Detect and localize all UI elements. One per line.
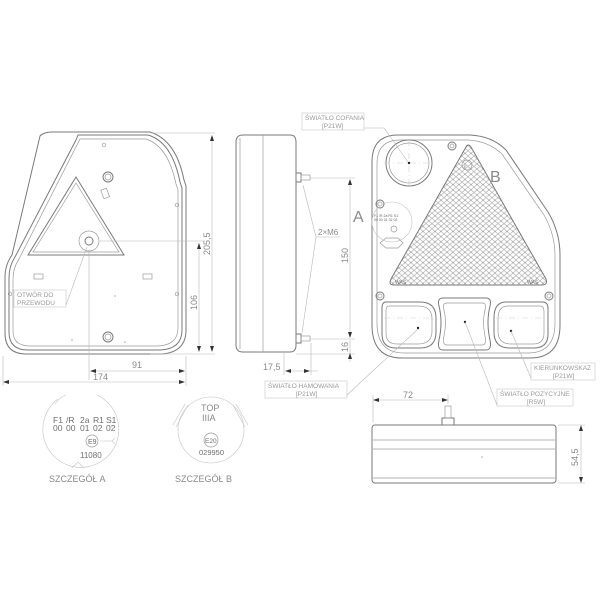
callout-brake-light: ŚWIATŁO HAMOWANIA [P21W] [264,328,419,399]
svg-text:/R: /R [66,415,75,425]
mount-label: 2×M6 [318,228,339,237]
dim-bottom-height: 54,5 [570,448,580,466]
svg-text:01: 01 [80,423,90,433]
e-mark-icon [203,432,219,448]
svg-text:F1: F1 [53,415,63,425]
svg-text:ŚWIATŁO HAMOWANIA: ŚWIATŁO HAMOWANIA [268,381,340,390]
detail-a-title: SZCZEGÓŁ A [49,474,106,484]
svg-text:[P21W]: [P21W] [322,123,344,130]
svg-text:[P21W]: [P21W] [553,373,575,380]
callout-cable-hole: OTWÓR DO PRZEWODU [13,246,88,308]
callout-position-light: ŚWIATŁO POZYCYJNE [R5W] [464,321,574,407]
svg-text:S1: S1 [106,415,117,425]
dim-width-total: 174 [93,372,108,382]
svg-text:R1: R1 [93,415,104,425]
svg-text:E9: E9 [88,439,97,446]
detail-b-title: SZCZEGÓŁ B [175,474,232,484]
dim-depth: 17,5 [263,362,281,372]
bottom-view [371,405,557,484]
back-view [4,131,187,355]
callout-turn-signal: KIERUNKOWSKAZ [P21W] [510,330,596,381]
svg-text:ŚWIATŁO POZYCYJNE: ŚWIATŁO POZYCYJNE [500,389,570,398]
svg-text:02: 02 [106,423,116,433]
svg-text:KIERUNKOWSKAZ: KIERUNKOWSKAZ [534,365,591,372]
detail-b-number: 029950 [199,448,224,457]
back-view-dimensions: 205,5 106 91 174 [2,132,215,386]
dim-height-hole: 106 [189,295,199,310]
detail-b: TOP IIIA E20 029950 SZCZEGÓŁ B [172,396,249,484]
dim-bolt-x: 72 [403,390,413,400]
front-view: E WAŚ WAŚ F1 /R 2a R1 S1 00 00 01 02 02 [371,134,561,359]
svg-text:E20: E20 [205,438,217,445]
svg-text:ŚWIATŁO COFANIA: ŚWIATŁO COFANIA [305,113,365,122]
svg-text:[P21W]: [P21W] [296,391,318,398]
svg-text:F1 /R 2a R1 S1: F1 /R 2a R1 S1 [374,214,398,218]
svg-text:02: 02 [93,423,103,433]
svg-text:WAŚ: WAŚ [395,278,407,286]
detail-marker-a: A [353,209,364,226]
bottom-view-dimensions: 72 54,5 [372,390,585,484]
e-mark-icon [85,434,99,448]
side-view [235,134,311,353]
svg-text:E: E [464,164,467,169]
detail-a: F1 /R 2a R1 S1 00 00 01 02 02 E9 11080 S… [42,394,120,484]
svg-text:00 00 01 02 02: 00 00 01 02 02 [374,218,397,222]
svg-text:00: 00 [66,423,76,433]
detail-a-number: 11080 [80,451,102,460]
detail-marker-b: B [490,169,501,186]
svg-text:[R5W]: [R5W] [527,399,545,406]
svg-text:WAŚ: WAŚ [527,278,539,286]
callout-reverse-light: ŚWIATŁO COFANIA [P21W] [301,112,409,163]
dim-height-total: 205,5 [202,232,212,255]
side-view-dimensions: 150 16 17,5 2×M6 [263,177,355,375]
svg-text:2a: 2a [80,415,90,425]
svg-text:TOP: TOP [201,403,219,413]
dim-bolt-offset: 16 [340,342,350,352]
svg-text:00: 00 [53,423,63,433]
svg-text:IIIA: IIIA [202,413,216,423]
svg-text:PRZEWODU: PRZEWODU [17,300,55,307]
dim-bolt-spacing: 150 [340,248,350,263]
svg-text:OTWÓR DO: OTWÓR DO [17,290,53,299]
dim-width-hole: 91 [132,360,142,370]
